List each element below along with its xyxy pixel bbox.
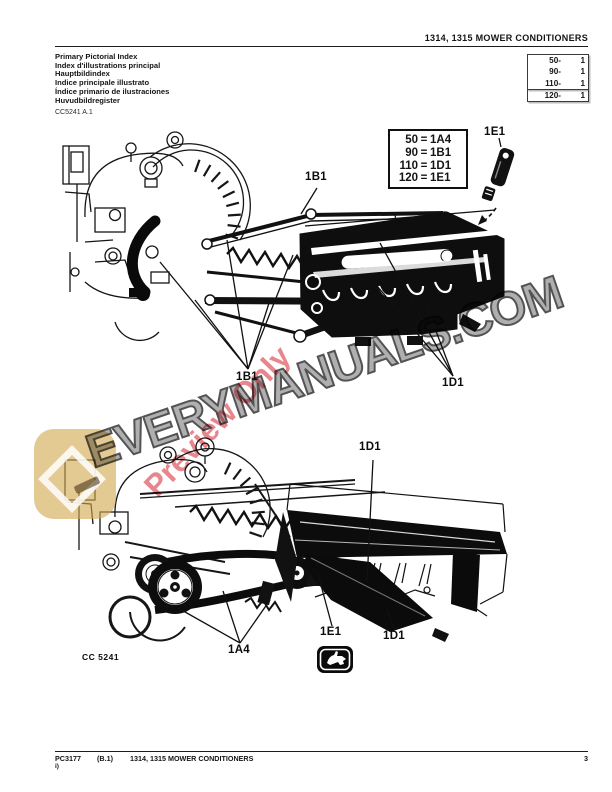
deflector-right bbox=[451, 552, 480, 612]
index-line-it: Indice principale illustrato bbox=[55, 78, 150, 88]
legend-code: 1E1 bbox=[430, 172, 451, 185]
pictorial-index-block: Primary Pictorial Index Index d'illustra… bbox=[55, 52, 170, 105]
tire-lugs bbox=[194, 159, 241, 240]
table-row: 90- 1 bbox=[528, 66, 588, 77]
section-cell: 110- bbox=[545, 78, 561, 88]
header-rule bbox=[55, 46, 588, 47]
figure1-cutting-unit bbox=[299, 209, 505, 346]
legend-section: 50 bbox=[405, 134, 418, 146]
legend-equals: = bbox=[420, 134, 428, 146]
footer-note: i) bbox=[55, 763, 59, 770]
figure2-leader-lines bbox=[177, 459, 396, 644]
legend-row: 120 = 1E1 bbox=[392, 172, 464, 185]
legend-section: 120 bbox=[398, 172, 418, 185]
index-line-de: Hauptbildindex bbox=[55, 69, 110, 79]
pto-hose bbox=[126, 215, 161, 298]
fig2-label-1e1: 1E1 bbox=[320, 626, 342, 638]
legend-box: 50 = 1A4 90 = 1B1 110 = 1D1 120 = 1E1 bbox=[388, 129, 468, 190]
page-cell: 1 bbox=[580, 56, 585, 65]
section-cell: 50- bbox=[549, 56, 561, 65]
footer-doc-code: PC3177 bbox=[55, 754, 81, 763]
fig1-label-1b1-bottom: 1B1 bbox=[236, 371, 258, 383]
page-cell: 1 bbox=[580, 90, 585, 100]
figure1-coupler-part bbox=[481, 148, 515, 202]
legend-row: 90 = 1B1 bbox=[392, 147, 464, 160]
section-cell: 90- bbox=[549, 67, 561, 77]
fig2-label-1d1-bottom: 1D1 bbox=[383, 630, 405, 642]
page-cell: 1 bbox=[580, 67, 585, 77]
legend-code: 1A4 bbox=[430, 134, 452, 146]
arrowhead bbox=[478, 215, 487, 225]
manuals-logo-stamp bbox=[34, 429, 116, 519]
figure-reference: CC5241 A.1 bbox=[55, 109, 93, 116]
fig2-label-1a4: 1A4 bbox=[228, 644, 250, 656]
legend-code: 1D1 bbox=[430, 159, 452, 172]
fig1-label-1b1-top: 1B1 bbox=[305, 171, 327, 183]
page-index-table-upper-box: 50- 1 90- 1 110- 1 bbox=[527, 54, 589, 90]
figure2-hood bbox=[275, 483, 508, 642]
table-row: 110- 1 bbox=[528, 78, 588, 89]
footer-revision: (B.1) bbox=[97, 754, 113, 763]
legend-equals: = bbox=[420, 146, 428, 159]
footer-rule bbox=[55, 751, 588, 752]
deflector-left bbox=[303, 554, 433, 632]
index-line-fr: Index d'illustrations principal bbox=[55, 60, 161, 70]
legend-section: 90 bbox=[405, 146, 418, 159]
table-row: 50- 1 bbox=[528, 55, 588, 66]
legend-section: 110 bbox=[399, 159, 418, 172]
index-line-sv: Huvudbildregister bbox=[55, 95, 120, 105]
footer-title: 1314, 1315 MOWER CONDITIONERS bbox=[130, 754, 254, 763]
page-header-title: 1314, 1315 MOWER CONDITIONERS bbox=[424, 33, 588, 43]
fig1-label-1d1-bottom: 1D1 bbox=[442, 377, 464, 389]
legend-equals: = bbox=[420, 159, 428, 172]
figure1-leader-lines bbox=[159, 137, 502, 377]
page-index-table: 50- 1 90- 1 110- 1 120- 1 bbox=[527, 54, 589, 103]
fig2-label-1d1-top: 1D1 bbox=[359, 441, 381, 453]
page-cell: 1 bbox=[580, 78, 585, 88]
legend-equals: = bbox=[420, 172, 428, 185]
legend-code: 1B1 bbox=[430, 146, 452, 159]
deer-logo-icon bbox=[327, 651, 346, 665]
figure1-tractor bbox=[62, 131, 251, 342]
figure1-drawing bbox=[62, 131, 515, 377]
figure2-drawing bbox=[64, 437, 508, 673]
legend-row: 110 = 1D1 bbox=[392, 160, 464, 173]
page-index-table-lower-box: 120- 1 bbox=[527, 88, 589, 103]
fig1-label-1e1-top: 1E1 bbox=[484, 126, 506, 138]
section-cell: 120- bbox=[544, 90, 561, 100]
deere-badge bbox=[317, 646, 353, 673]
table-row: 120- 1 bbox=[528, 90, 588, 101]
index-line-es: Índice primario de ilustraciones bbox=[55, 86, 170, 96]
figure2-caption: CC 5241 bbox=[82, 652, 120, 662]
index-line-en: Primary Pictorial Index bbox=[55, 52, 138, 61]
dashed-arrow bbox=[481, 207, 497, 223]
legend-row: 50 = 1A4 bbox=[392, 134, 464, 147]
footer-page-number: 3 bbox=[584, 754, 588, 763]
